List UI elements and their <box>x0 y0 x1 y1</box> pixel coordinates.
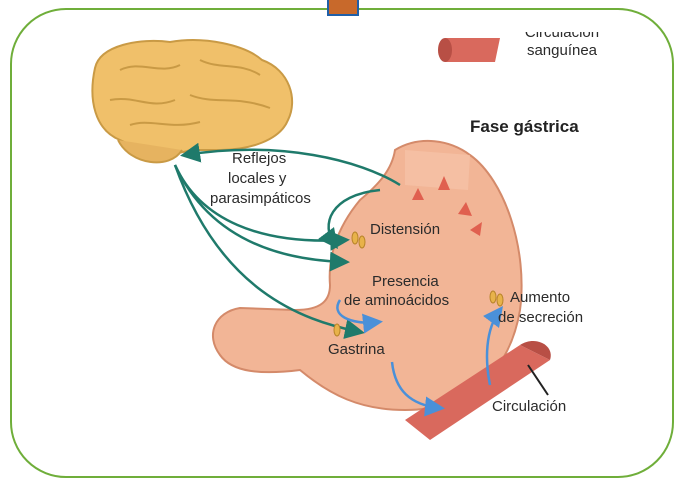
label-reflejos-1: Reflejos <box>232 150 286 168</box>
label-circulacion-top-2: sanguínea <box>512 42 612 60</box>
label-aumento-1: Aumento <box>510 289 570 307</box>
brain-illustration <box>92 40 292 162</box>
label-distension: Distensión <box>370 221 440 239</box>
phase-title: Fase gástrica <box>470 117 579 137</box>
label-presencia-1: Presencia <box>372 273 439 291</box>
label-reflejos-2: locales y <box>228 170 286 188</box>
illustration <box>0 0 684 442</box>
label-circulacion-bottom: Circulación <box>492 398 566 416</box>
blood-vessel-top <box>438 38 500 62</box>
label-gastrina: Gastrina <box>328 341 385 359</box>
label-presencia-2: de aminoácidos <box>344 292 449 310</box>
label-reflejos-3: parasimpáticos <box>210 190 311 208</box>
label-aumento-2: de secreción <box>498 309 583 327</box>
